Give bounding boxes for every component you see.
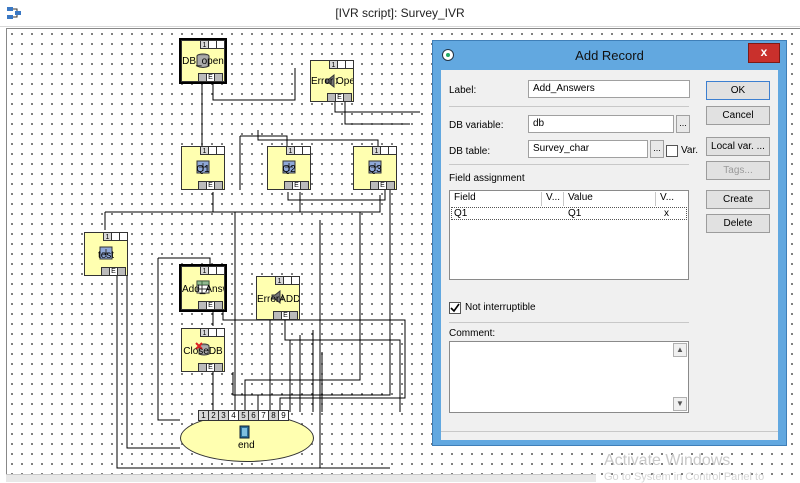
- column-header-value[interactable]: Value: [564, 192, 656, 206]
- node-add-answers[interactable]: 1 Add_Answers E: [179, 264, 227, 312]
- ok-button[interactable]: OK: [706, 81, 770, 100]
- close-db-icon: [195, 342, 210, 356]
- separator: [449, 322, 689, 323]
- db-table-browse-button[interactable]: ...: [650, 140, 664, 158]
- voice-menu-icon: [282, 160, 296, 174]
- horizontal-scrollbar[interactable]: [6, 474, 596, 482]
- dialog-status-bar: [441, 431, 778, 440]
- cell-value: Q1: [568, 208, 582, 219]
- node-label: Q3: [368, 164, 382, 175]
- db-variable-field[interactable]: db: [528, 115, 674, 133]
- node-close-db[interactable]: 1 CloseDB E: [181, 328, 225, 372]
- node-label: CloseDB: [183, 346, 223, 357]
- not-interruptible-checkbox[interactable]: [449, 302, 461, 314]
- node-label: ErrorADD: [257, 294, 299, 305]
- voice-menu-icon: [196, 160, 210, 174]
- cell-field: Q1: [454, 208, 468, 219]
- exit-icon: [239, 425, 250, 439]
- node-db-open[interactable]: 1 DB_open E: [179, 38, 227, 84]
- node-label: DB_open: [182, 56, 224, 67]
- node-label: Add_Answers: [182, 284, 224, 295]
- activation-watermark: Activate Windows: [604, 452, 731, 469]
- node-error-open[interactable]: 1 Error Open E: [310, 60, 354, 102]
- node-error-add[interactable]: 1 ErrorADD E: [256, 276, 300, 320]
- node-end[interactable]: [180, 414, 314, 462]
- scroll-down-icon[interactable]: ▼: [673, 397, 687, 411]
- dialog-app-icon: [442, 49, 454, 61]
- flowchart-icon: [7, 7, 21, 19]
- speaker-icon: [271, 289, 284, 305]
- close-button[interactable]: x: [748, 43, 780, 63]
- end-port[interactable]: 9: [278, 410, 289, 421]
- table-icon: [196, 280, 210, 294]
- node-q1[interactable]: 1 Q1 E: [181, 146, 225, 190]
- node-q3[interactable]: 1 Q3 E: [353, 146, 397, 190]
- separator: [449, 106, 689, 107]
- node-label: Error Open: [311, 76, 353, 87]
- var-checkbox-label: Var.: [681, 145, 699, 156]
- label-field[interactable]: Add_Answers: [528, 80, 690, 98]
- field-assignment-caption: Field assignment: [449, 173, 525, 184]
- dialog-title: Add Record: [575, 48, 644, 63]
- node-label: Q1: [196, 164, 210, 175]
- not-interruptible-label: Not interruptible: [465, 302, 536, 313]
- separator: [449, 164, 689, 165]
- local-var-button[interactable]: Local var. ...: [706, 137, 770, 156]
- delete-button[interactable]: Delete: [706, 214, 770, 233]
- window-title: [IVR script]: Survey_IVR: [335, 6, 465, 20]
- var-checkbox[interactable]: [666, 145, 678, 157]
- table-row[interactable]: [451, 207, 687, 220]
- column-header-v2[interactable]: V...: [660, 192, 675, 203]
- node-label: Q2: [282, 164, 296, 175]
- end-ports: 1 2 3 4 5 6 7 8 9: [198, 410, 289, 421]
- node-label: test: [97, 250, 115, 261]
- create-button[interactable]: Create: [706, 190, 770, 209]
- speaker-icon: [325, 73, 338, 89]
- field-assignment-grid[interactable]: Field V... Value V... Q1 Q1 x: [449, 190, 689, 280]
- cell-v2: x: [664, 208, 669, 219]
- comment-caption: Comment:: [449, 328, 496, 339]
- comment-textarea[interactable]: ▲ ▼: [449, 341, 689, 413]
- node-q2[interactable]: 1 Q2 E: [267, 146, 311, 190]
- voice-menu-icon: [368, 160, 382, 174]
- cancel-button[interactable]: Cancel: [706, 106, 770, 125]
- dialog-client-area: Label: Add_Answers DB variable: db ... D…: [441, 70, 778, 439]
- db-table-field[interactable]: Survey_char: [528, 140, 648, 158]
- column-header-field[interactable]: Field: [450, 192, 542, 206]
- db-table-caption: DB table:: [449, 146, 491, 157]
- checkmark-icon: [450, 303, 460, 313]
- db-variable-caption: DB variable:: [449, 120, 504, 131]
- column-header-v1[interactable]: V...: [542, 192, 564, 206]
- label-caption: Label:: [449, 85, 477, 96]
- node-label: end: [238, 440, 255, 451]
- add-record-dialog: Add Record x Label: Add_Answers DB varia…: [432, 40, 787, 446]
- title-bar: [IVR script]: Survey_IVR: [0, 0, 800, 27]
- activation-watermark-subtext: Go to System in Control Panel to: [604, 471, 765, 483]
- scroll-up-icon[interactable]: ▲: [673, 343, 687, 357]
- node-test[interactable]: 1 test E: [84, 232, 128, 276]
- db-variable-browse-button[interactable]: ...: [676, 115, 690, 133]
- voice-menu-icon: [99, 246, 113, 260]
- database-icon: [196, 53, 210, 68]
- tags-button[interactable]: Tags...: [706, 161, 770, 180]
